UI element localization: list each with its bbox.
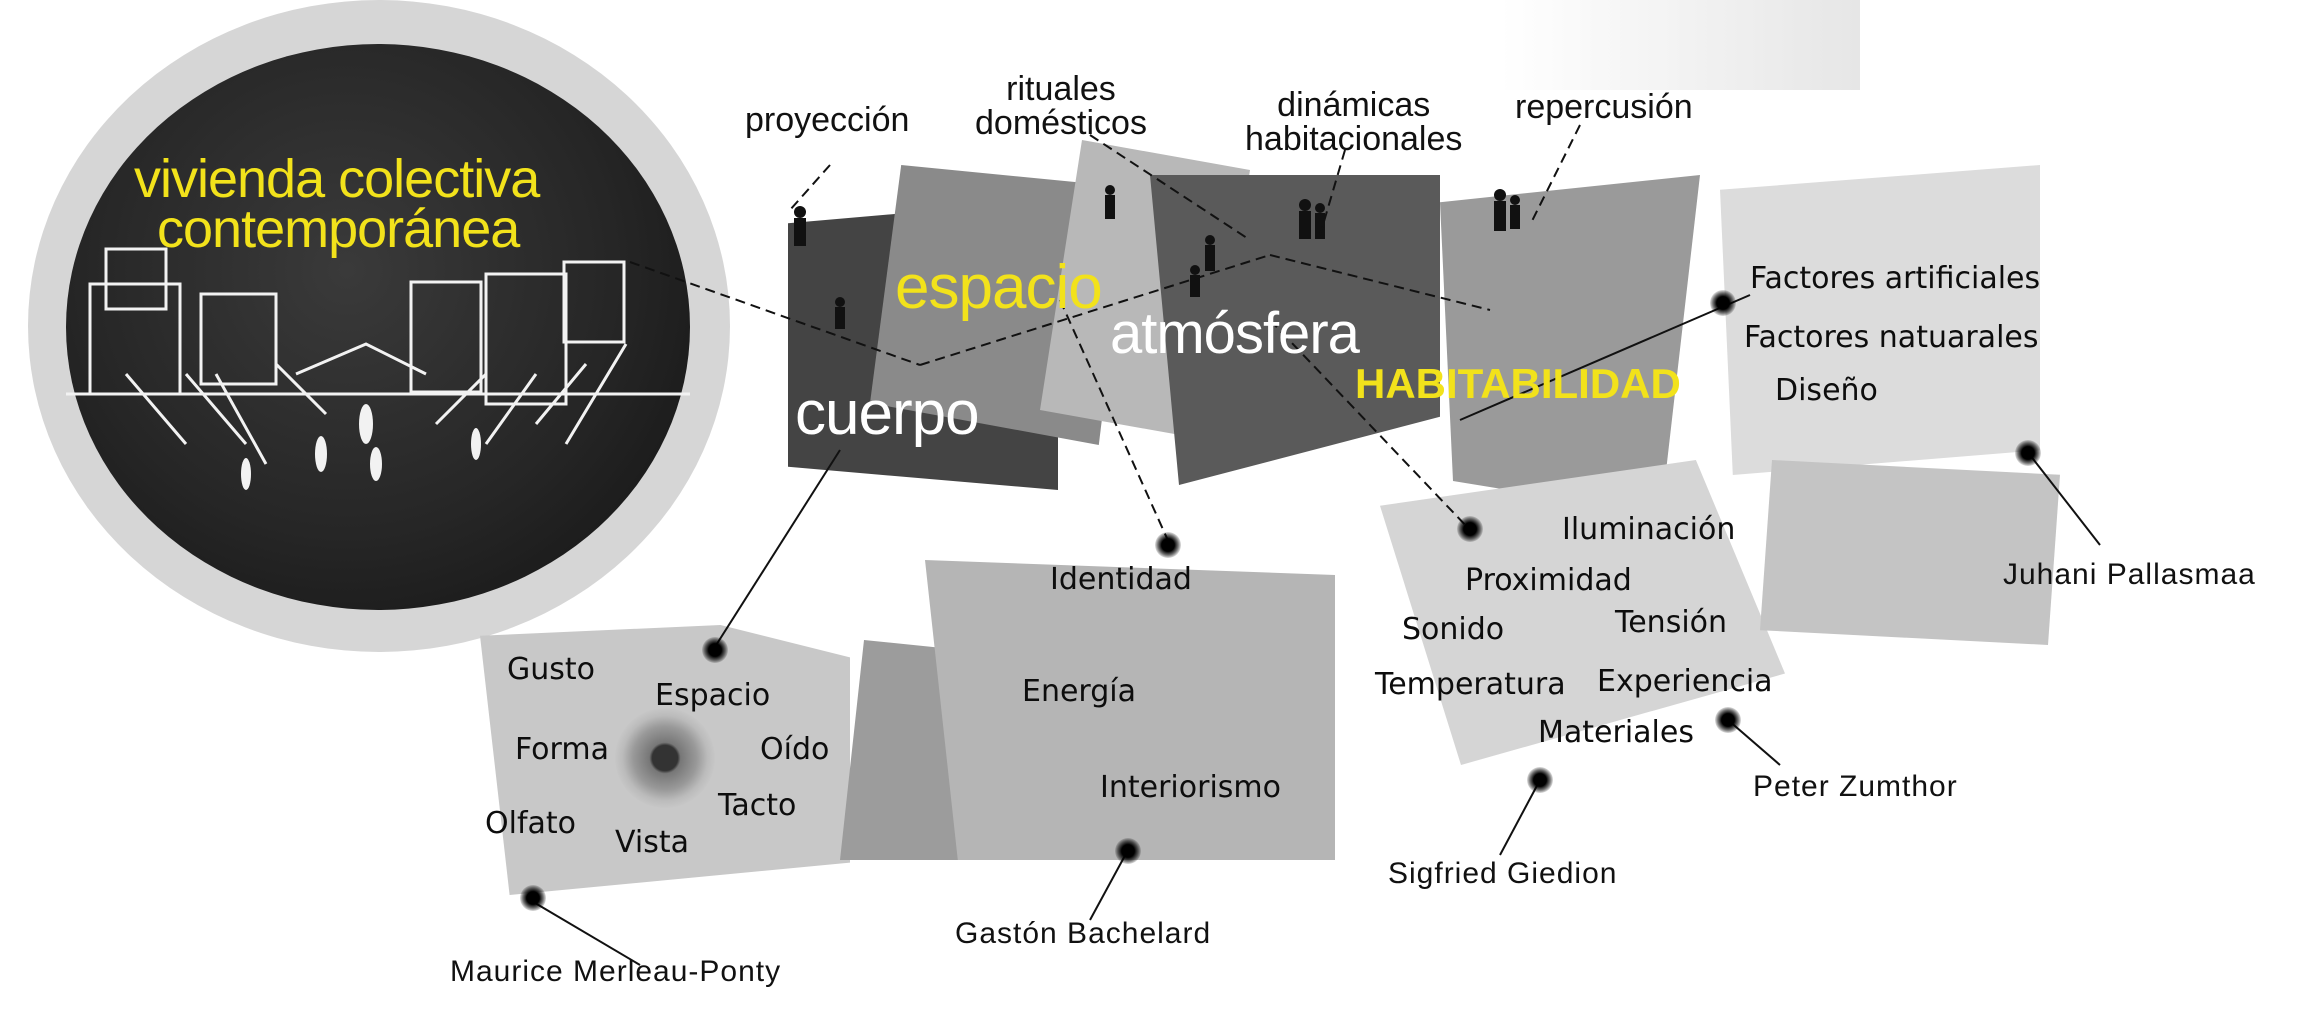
housing-sketch (66, 247, 690, 490)
term-tension: Tensión (1615, 605, 1728, 640)
node-dot-merleau (520, 885, 546, 911)
sense-oido: Oído (760, 732, 830, 767)
sense-olfato: Olfato (485, 806, 577, 841)
node-dot-giedion (1527, 767, 1553, 793)
background-wash (1500, 0, 1860, 90)
concept-habitabilidad: HABITABILIDAD (1355, 360, 1681, 407)
lead-rituales: rituales domésticos (975, 70, 1147, 142)
node-dot-zumthor (1715, 707, 1741, 733)
author-zumthor: Peter Zumthor (1753, 770, 1958, 803)
sense-gusto: Gusto (507, 652, 596, 687)
term-sonido: Sonido (1402, 612, 1505, 647)
term-interiorismo: Interiorismo (1100, 770, 1281, 805)
author-merleau-ponty: Maurice Merleau-Ponty (450, 955, 782, 988)
sketch-paper-photo (1720, 165, 2040, 475)
node-dot-factores (1710, 290, 1736, 316)
node-dot-identidad (1155, 532, 1181, 558)
term-experiencia: Experiencia (1597, 664, 1773, 699)
circle-title-line1: vivienda colectiva (134, 149, 540, 209)
sense-forma: Forma (515, 732, 609, 767)
lead-proyeccion: proyección (745, 101, 910, 139)
term-energia: Energía (1022, 674, 1136, 709)
term-proximidad: Proximidad (1465, 563, 1632, 598)
node-dot-proximidad (1457, 516, 1483, 542)
inner-circle (66, 44, 690, 610)
woman-face-photo (925, 560, 1335, 860)
term-identidad: Identidad (1050, 562, 1192, 597)
sense-tacto: Tacto (718, 788, 797, 823)
term-iluminacion: Iluminación (1562, 512, 1736, 547)
sense-espacio: Espacio (655, 678, 771, 713)
concept-cuerpo: cuerpo (795, 379, 980, 448)
author-giedion: Sigfried Giedion (1388, 857, 1618, 890)
author-bachelard: Gastón Bachelard (955, 917, 1212, 950)
eye-iris (615, 708, 715, 808)
term-materiales: Materiales (1538, 715, 1694, 750)
pallasmaa-photo (1760, 460, 2060, 645)
panel-habitabilidad (1440, 175, 1700, 515)
concept-espacio: espacio (895, 253, 1103, 322)
lead-repercusion: repercusión (1515, 88, 1693, 126)
term-factores-naturales: Factores natuarales (1744, 320, 2039, 355)
term-temperatura: Temperatura (1375, 667, 1566, 702)
concept-atmosfera: atmósfera (1110, 301, 1360, 366)
node-dot-pallasmaa (2015, 440, 2041, 466)
sense-vista: Vista (615, 825, 689, 860)
lead-dinamicas: dinámicas habitacionales (1245, 86, 1463, 158)
term-diseno: Diseño (1775, 373, 1878, 408)
node-dot-espacio (702, 637, 728, 663)
circle-title-line2: contemporánea (157, 199, 520, 259)
term-factores-artificiales: Factores artificiales (1750, 261, 2041, 296)
node-dot-bachelard (1115, 838, 1141, 864)
author-pallasmaa: Juhani Pallasmaa (2003, 558, 2256, 591)
